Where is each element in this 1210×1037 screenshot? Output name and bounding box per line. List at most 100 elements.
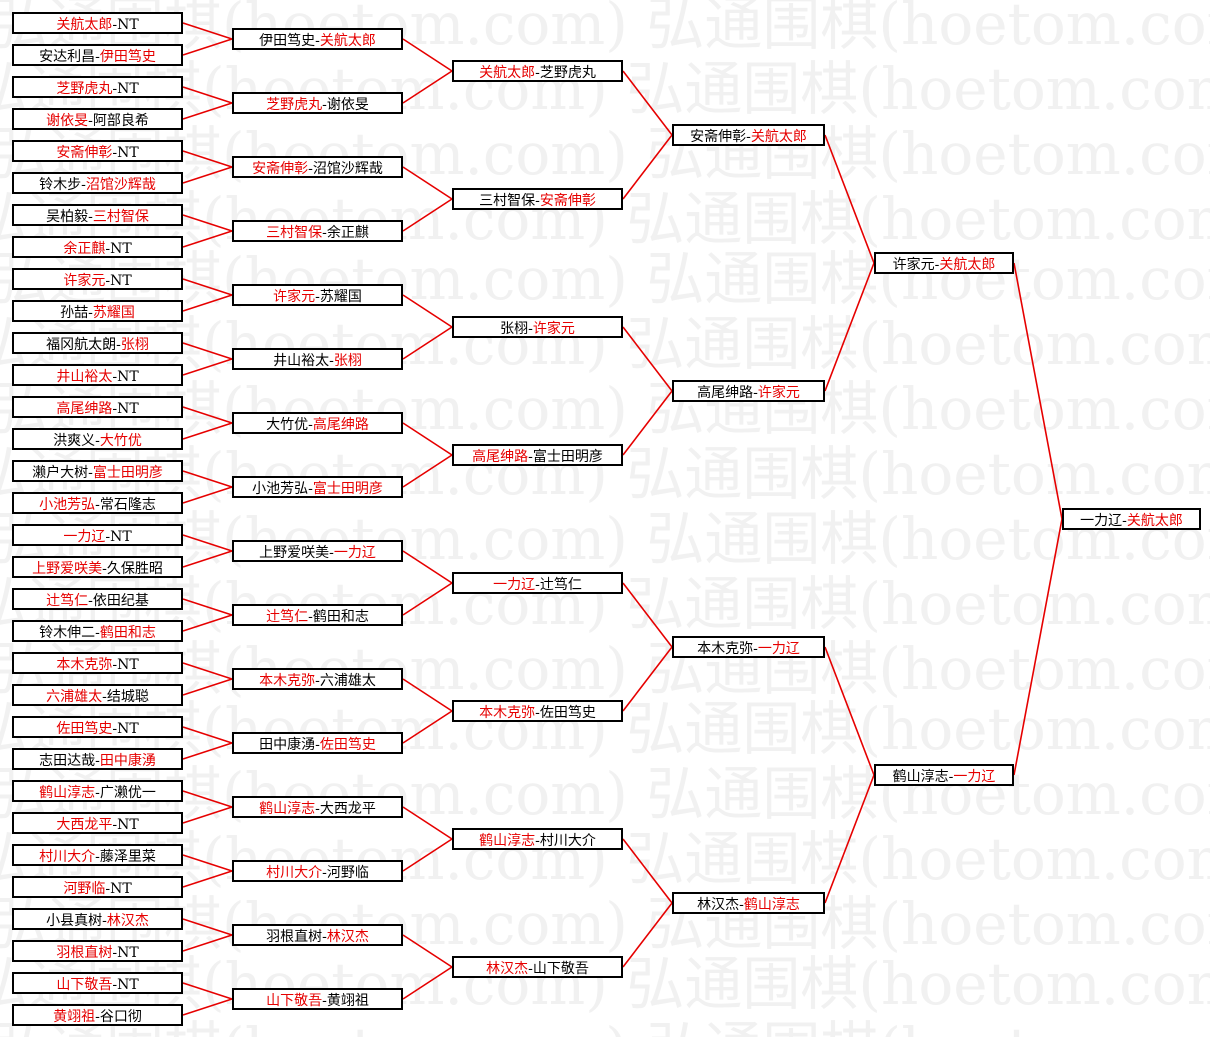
player-name: 村川大介	[266, 865, 323, 881]
bracket-line	[182, 598, 233, 616]
separator: -	[315, 289, 320, 305]
player-name: 小县真树	[46, 913, 103, 929]
bracket-line	[182, 982, 233, 1000]
player-name: 大西龙平	[319, 801, 376, 817]
match-box: 孙喆-苏耀国	[12, 300, 183, 322]
separator: -	[95, 785, 100, 801]
separator: -	[112, 369, 118, 385]
bracket-line	[182, 806, 233, 824]
bracket-line	[824, 134, 875, 264]
player-name: 鹤山淳志	[743, 897, 800, 913]
separator: -	[112, 657, 118, 673]
player-name: 小池芳弘	[252, 481, 309, 497]
separator: -	[528, 961, 533, 977]
match-box: 上野爱咲美-久保胜昭	[12, 556, 183, 578]
separator: -	[739, 897, 744, 913]
bracket-line	[182, 406, 233, 424]
bracket-line	[1013, 518, 1063, 776]
match-box: 福冈航太朗-张栩	[12, 332, 183, 354]
match-box: 山下敬吾-NT	[12, 972, 183, 994]
player-name: 安斋伸彰	[539, 193, 596, 209]
match-box: 井山裕太-NT	[12, 364, 183, 386]
player-name: 余正麒	[326, 225, 369, 241]
separator: -	[112, 945, 118, 961]
bracket-line	[182, 422, 233, 440]
separator: -	[116, 337, 121, 353]
bracket-line	[182, 38, 233, 56]
match-box: 余正麒-NT	[12, 236, 183, 258]
player-name: 一力辽	[493, 577, 536, 593]
player-name: 久保胜昭	[106, 561, 163, 577]
separator: -	[88, 593, 93, 609]
bracket-line	[182, 230, 233, 248]
match-box: 安达利昌-伊田笃史	[12, 44, 183, 66]
player-name: 芝野虎丸	[539, 65, 596, 81]
separator: -	[88, 465, 93, 481]
bracket-line	[622, 134, 673, 200]
player-name: 一力辽	[63, 529, 106, 545]
match-box: 小池芳弘-富士田明彦	[232, 476, 403, 498]
player-name: 伊田笃史	[99, 49, 156, 65]
bracket-line	[182, 102, 233, 120]
player-name: 濑户大树	[32, 465, 89, 481]
player-name: 六浦雄太	[319, 673, 376, 689]
separator: -	[95, 1009, 100, 1025]
separator: -	[112, 145, 118, 161]
player-name: 伊田笃史	[259, 33, 316, 49]
match-box: 大西龙平-NT	[12, 812, 183, 834]
separator: -	[322, 993, 327, 1009]
player-name: 高尾绅路	[472, 449, 529, 465]
player-name: 高尾绅路	[312, 417, 369, 433]
player-name: NT	[117, 369, 139, 385]
bracket-line	[824, 646, 875, 776]
player-name: 鹤田和志	[99, 625, 156, 641]
match-box: 鹤山淳志-广濑优一	[12, 780, 183, 802]
separator: -	[535, 193, 540, 209]
bracket-line	[182, 614, 233, 632]
player-name: 一力辽	[333, 545, 376, 561]
player-name: 依田纪基	[92, 593, 149, 609]
bracket-line	[402, 934, 453, 968]
player-name: 高尾绅路	[697, 385, 754, 401]
separator: -	[535, 65, 540, 81]
player-name: 辻笃仁	[266, 609, 309, 625]
bracket-line	[182, 22, 233, 40]
match-box: 志田达哉-田中康湧	[12, 748, 183, 770]
separator: -	[112, 81, 118, 97]
player-name: 关航太郎	[479, 65, 536, 81]
player-name: 河野临	[63, 881, 106, 897]
watermark-text: 弘通围棋(hoetom.com) 弘通围棋(hoetom.com)	[0, 505, 1210, 573]
bracket-line	[402, 710, 453, 744]
player-name: 三村智保	[266, 225, 323, 241]
player-name: 孙喆	[60, 305, 89, 321]
separator: -	[308, 481, 313, 497]
player-name: 许家元	[532, 321, 575, 337]
player-name: 河野临	[326, 865, 369, 881]
player-name: 大竹优	[99, 433, 142, 449]
match-box: 许家元-关航太郎	[874, 252, 1014, 274]
bracket-line	[182, 86, 233, 104]
player-name: NT	[117, 145, 139, 161]
watermark-text: 弘通围棋(hoetom.com) 弘通围棋(hoetom.com)	[0, 1020, 1210, 1037]
player-name: 羽根直树	[266, 929, 323, 945]
separator: -	[948, 769, 954, 785]
separator: -	[535, 577, 540, 593]
bracket-line	[182, 358, 233, 376]
player-name: 张栩	[120, 337, 149, 353]
match-box: 村川大介-河野临	[232, 860, 403, 882]
bracket-line	[182, 470, 233, 488]
bracket-line	[622, 390, 673, 456]
separator: -	[322, 97, 327, 113]
match-box: 林汉杰-鹤山淳志	[672, 892, 825, 914]
match-box: 铃木伸二-鹤田和志	[12, 620, 183, 642]
bracket-line	[182, 534, 233, 552]
bracket-line	[402, 582, 453, 616]
bracket-line	[622, 646, 673, 712]
player-name: 铃木伸二	[39, 625, 96, 641]
match-box: 井山裕太-张栩	[232, 348, 403, 370]
player-name: 六浦雄太	[46, 689, 103, 705]
bracket-line	[182, 870, 233, 888]
separator: -	[105, 273, 111, 289]
separator: -	[746, 129, 751, 145]
